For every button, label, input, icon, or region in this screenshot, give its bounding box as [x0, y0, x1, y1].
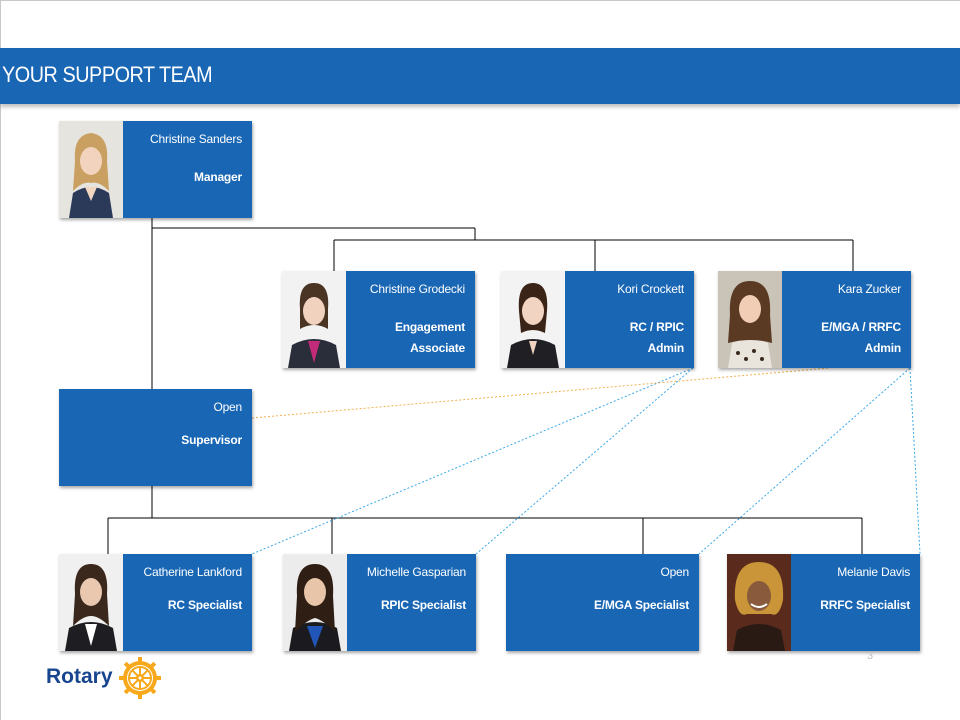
card-name: Open: [660, 565, 689, 579]
photo-kori-crockett: [501, 271, 565, 368]
card-name: Catherine Lankford: [143, 565, 243, 579]
rotary-logo-text: Rotary: [46, 665, 113, 688]
card-emga-specialist-open[interactable]: Open E/MGA Specialist: [506, 554, 699, 651]
photo-christine-sanders: [59, 121, 123, 218]
slide-title: YOUR SUPPORT TEAM: [2, 62, 213, 87]
card-melanie-davis[interactable]: Melanie Davis RRFC Specialist: [727, 554, 920, 651]
card-name: Open: [213, 400, 242, 414]
card-christine-grodecki[interactable]: Christine Grodecki Engagement Associate: [282, 271, 475, 368]
card-name: Kara Zucker: [837, 282, 901, 296]
slide-left-border: [0, 0, 1, 720]
card-role: E/MGA / RRFC Admin: [821, 320, 901, 355]
card-role: Manager: [194, 170, 242, 184]
photo-michelle-gasparian: [283, 554, 347, 651]
card-role: RC Specialist: [167, 598, 242, 612]
card-kara-zucker[interactable]: Kara Zucker E/MGA / RRFC Admin: [718, 271, 911, 368]
rotary-logo: Rotary: [46, 656, 166, 700]
photo-kara-zucker: [718, 271, 782, 368]
card-catherine-lankford[interactable]: Catherine Lankford RC Specialist: [59, 554, 252, 651]
card-role: RRFC Specialist: [820, 598, 910, 612]
photo-melanie-davis: [727, 554, 791, 651]
card-kori-crockett[interactable]: Kori Crockett RC / RPIC Admin: [501, 271, 694, 368]
photo-catherine-lankford: [59, 554, 123, 651]
slide-top-border: [0, 0, 960, 1]
card-michelle-gasparian[interactable]: Michelle Gasparian RPIC Specialist: [283, 554, 476, 651]
card-name: Michelle Gasparian: [366, 565, 466, 579]
card-role: RC / RPIC Admin: [629, 320, 684, 355]
card-name: Melanie Davis: [837, 565, 910, 579]
card-supervisor-open[interactable]: Open Supervisor: [59, 389, 252, 486]
title-bar: YOUR SUPPORT TEAM: [0, 48, 960, 104]
card-name: Christine Grodecki: [369, 282, 465, 296]
card-role: Supervisor: [181, 433, 242, 447]
card-role: Engagement Associate: [394, 320, 465, 355]
rotary-wheel-icon: [119, 657, 161, 699]
card-name: Christine Sanders: [150, 132, 242, 146]
card-christine-sanders[interactable]: Christine Sanders Manager: [59, 121, 252, 218]
card-role: E/MGA Specialist: [593, 598, 689, 612]
photo-christine-grodecki: [282, 271, 346, 368]
card-role: RPIC Specialist: [380, 598, 466, 612]
card-name: Kori Crockett: [617, 282, 684, 296]
page-number: 3: [867, 650, 874, 662]
